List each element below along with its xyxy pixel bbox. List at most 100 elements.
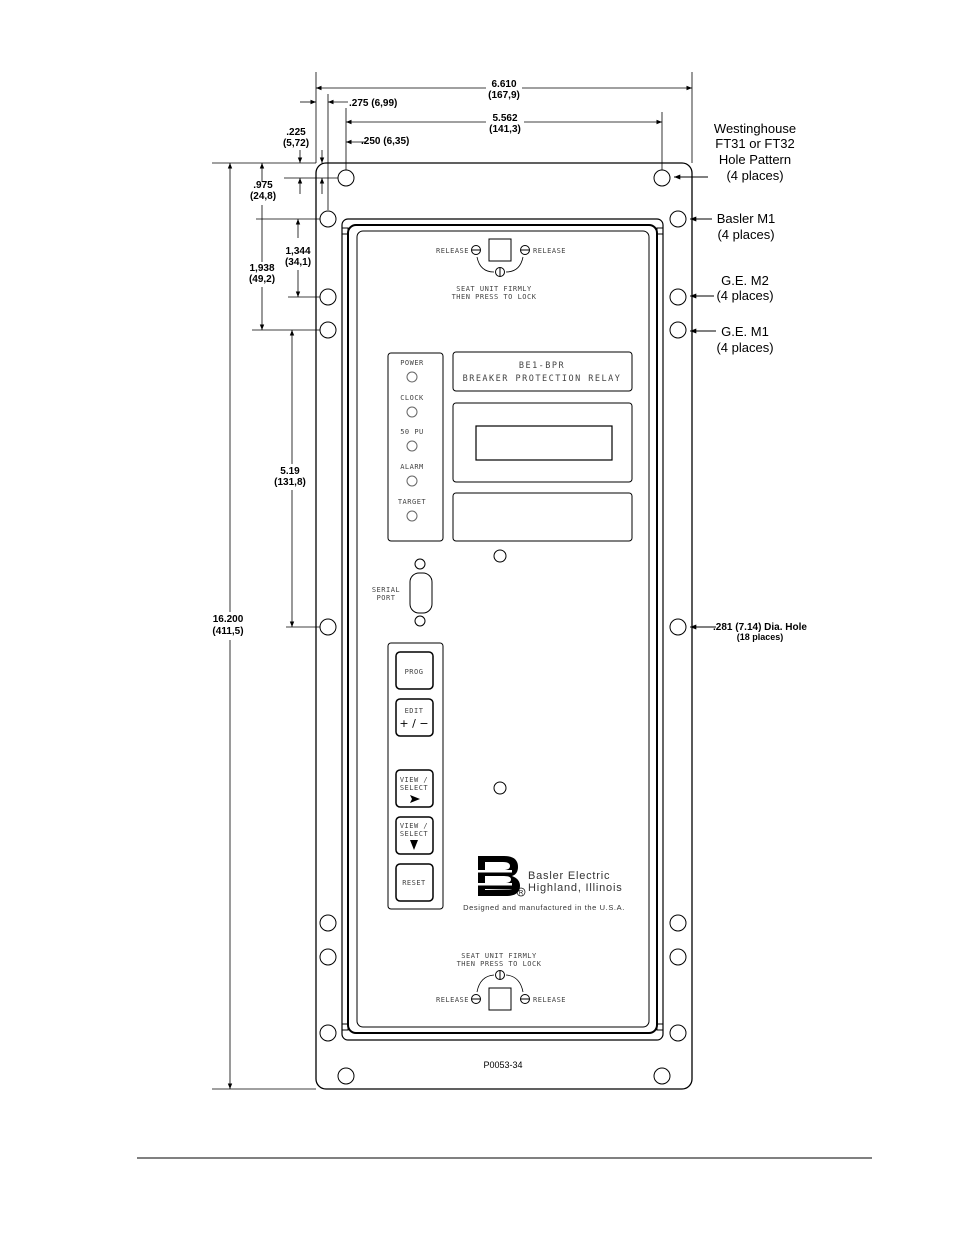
- led-target: [406, 510, 418, 522]
- dim-overall-height-mm: (411,5): [212, 626, 243, 637]
- led-label-target: TARGET: [398, 498, 427, 506]
- brand-name: Basler Electric: [528, 870, 610, 882]
- mounting-hole: [669, 914, 687, 932]
- top-latch: RELEASE RELEASE SEAT UNIT FIRMLY THEN PR…: [436, 238, 566, 301]
- bottom-latch: SEAT UNIT FIRMLY THEN PRESS TO LOCK RELE…: [436, 952, 566, 1011]
- mounting-hole: [319, 618, 337, 636]
- mounting-plate: [315, 162, 693, 1090]
- reset-button-label: RESET: [402, 879, 426, 887]
- seat-instruction-2: THEN PRESS TO LOCK: [457, 960, 542, 968]
- dim-offset-275: .275 (6,99): [349, 98, 397, 109]
- mounting-hole: [319, 914, 337, 932]
- dim-offset-250: .250 (6,35): [361, 136, 409, 147]
- callout-westinghouse-2: FT31 or FT32: [715, 136, 794, 151]
- case-tab: [341, 227, 349, 235]
- basler-logo: [478, 856, 520, 896]
- case-tab: [341, 1023, 349, 1031]
- mounting-hole: [669, 618, 687, 636]
- led-panel: [387, 352, 444, 542]
- dim-1938-mm: (49,2): [249, 274, 275, 285]
- release-label: RELEASE: [533, 247, 566, 255]
- mounting-hole: [653, 169, 671, 187]
- mounting-hole: [669, 321, 687, 339]
- registered-letter: R: [519, 891, 524, 897]
- dim-975-mm: (24,8): [250, 191, 276, 202]
- mounting-hole: [669, 948, 687, 966]
- dim-offset-225-mm: (5,72): [283, 138, 309, 149]
- mounting-holes: [319, 169, 687, 1085]
- callout-ge-m2: G.E. M2: [721, 273, 769, 288]
- lcd-window: [475, 425, 613, 461]
- keypad-panel: [387, 642, 444, 910]
- mounting-hole: [319, 321, 337, 339]
- model-label-box: [452, 351, 633, 392]
- prog-button[interactable]: PROG: [395, 651, 434, 690]
- dim-1344-mm: (34,1): [285, 257, 311, 268]
- mounting-hole: [319, 1024, 337, 1042]
- made-in-usa: Designed and manufactured in the U.S.A.: [463, 903, 625, 912]
- release-label: RELEASE: [533, 996, 566, 1004]
- dim-overall-width-mm: (167,9): [488, 90, 520, 101]
- led-label-power: POWER: [400, 359, 424, 367]
- serial-port-label-1: SERIAL: [372, 586, 400, 594]
- mounting-hole: [669, 1024, 687, 1042]
- model-description: BREAKER PROTECTION RELAY: [463, 374, 622, 384]
- callout-ge-m1: G.E. M1: [721, 324, 769, 339]
- relay-front-panel: [356, 230, 650, 1028]
- release-label: RELEASE: [436, 247, 469, 255]
- mounting-hole: [669, 288, 687, 306]
- view-label: VIEW /: [400, 776, 428, 784]
- led-label-alarm: ALARM: [400, 463, 424, 471]
- release-label: RELEASE: [436, 996, 469, 1004]
- mounting-hole: [319, 948, 337, 966]
- model-name: BE1-BPR: [519, 361, 565, 371]
- dim-1938: 1,938: [249, 263, 274, 274]
- brand-location: Highland, Illinois: [528, 882, 623, 894]
- dim-offset-225: .225: [286, 127, 306, 138]
- dim-519: 5.19: [280, 466, 300, 477]
- mounting-hole: [319, 210, 337, 228]
- led-alarm: [406, 475, 418, 487]
- edit-button[interactable]: EDIT + / −: [395, 698, 434, 737]
- callout-basler-m1-count: (4 places): [717, 227, 774, 242]
- view-select-down-button[interactable]: VIEW / SELECT: [395, 816, 434, 855]
- select-label: SELECT: [400, 784, 429, 792]
- dim-hole-span-mm: (141,3): [489, 124, 521, 135]
- callout-basler-m1: Basler M1: [717, 211, 776, 226]
- reset-button[interactable]: RESET: [395, 863, 434, 902]
- dim-975: .975: [253, 180, 273, 191]
- edit-button-symbol: + / −: [399, 717, 428, 730]
- mounting-hole: [319, 288, 337, 306]
- led-power: [406, 371, 418, 383]
- relay-case-outer: [341, 218, 664, 1041]
- figure-id: P0053-34: [483, 1060, 522, 1070]
- seat-instruction-2: THEN PRESS TO LOCK: [452, 293, 537, 301]
- serial-port[interactable]: [409, 558, 433, 627]
- relay-case-bezel: [347, 224, 658, 1034]
- label-box-empty: [452, 492, 633, 542]
- seat-instruction-1: SEAT UNIT FIRMLY: [456, 285, 532, 293]
- led-50pu: [406, 440, 418, 452]
- seat-instruction-1: SEAT UNIT FIRMLY: [461, 952, 537, 960]
- arrow-right-icon: [410, 795, 420, 803]
- dim-hole-span: 5.562: [492, 113, 517, 124]
- select-label: SELECT: [400, 830, 429, 838]
- screw-hole: [493, 549, 507, 563]
- display-box: [452, 402, 633, 483]
- callout-hole-note: .281 (7.14) Dia. Hole: [713, 622, 807, 633]
- callout-westinghouse-3: Hole Pattern: [719, 152, 791, 167]
- mounting-hole: [669, 210, 687, 228]
- dim-519-mm: (131,8): [274, 477, 306, 488]
- registered-mark: [516, 887, 526, 897]
- dim-overall-height: 16.200: [213, 614, 244, 625]
- view-select-right-button[interactable]: VIEW / SELECT: [395, 769, 434, 808]
- callout-ge-m1-count: (4 places): [716, 340, 773, 355]
- prog-button-label: PROG: [405, 668, 424, 676]
- led-clock: [406, 406, 418, 418]
- callout-hole-count: (18 places): [737, 632, 784, 642]
- view-label: VIEW /: [400, 822, 428, 830]
- callout-ge-m2-count: (4 places): [716, 288, 773, 303]
- led-group: POWER CLOCK 50 PU ALARM TARGET: [398, 359, 427, 522]
- dim-overall-width: 6.610: [491, 79, 516, 90]
